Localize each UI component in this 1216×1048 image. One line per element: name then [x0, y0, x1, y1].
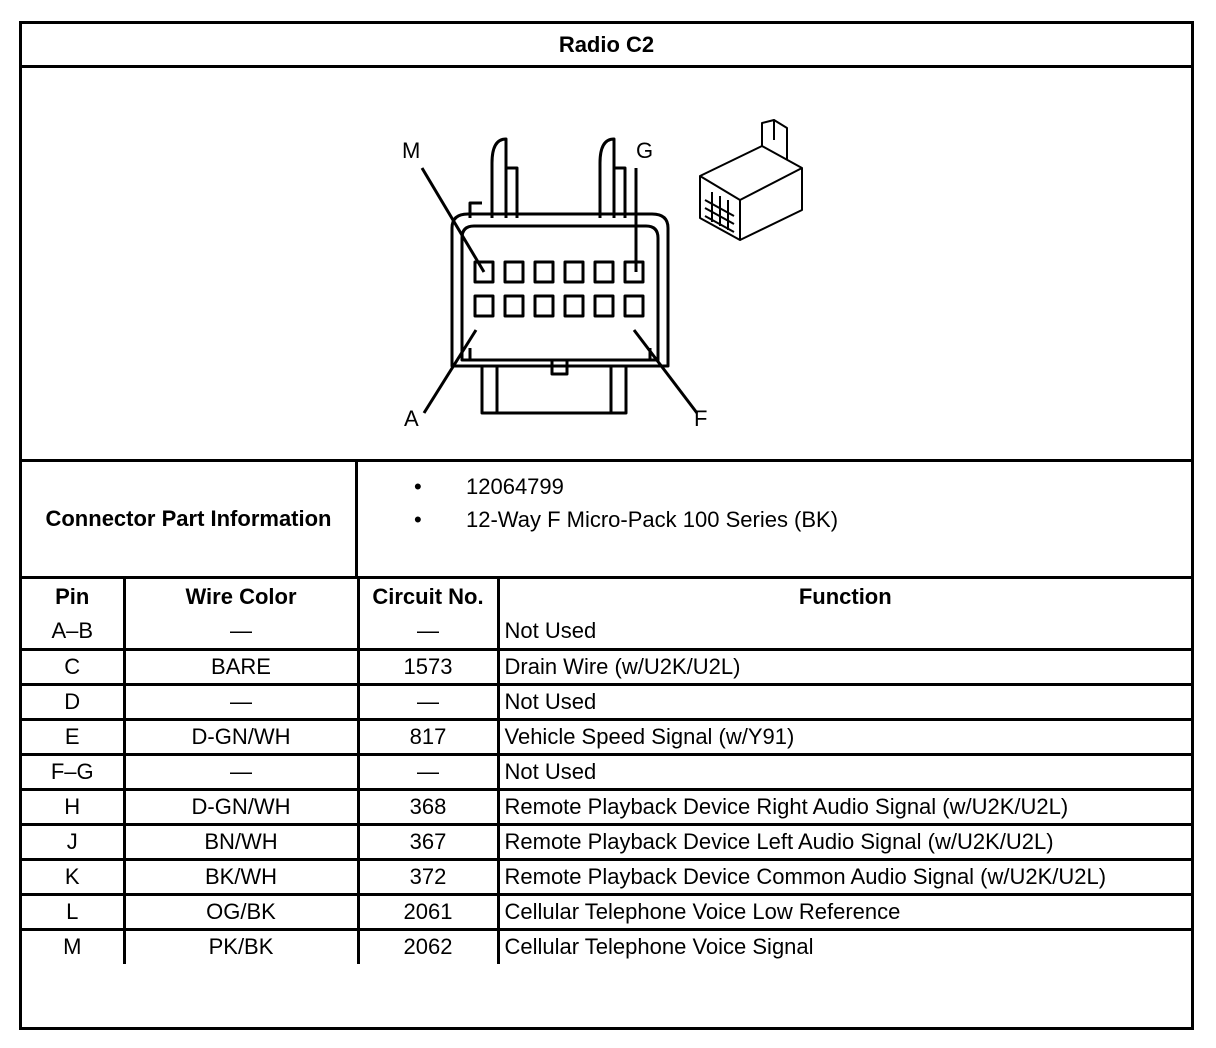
cell-wire-color: BK/WH	[122, 857, 360, 896]
cell-pin: A–B	[22, 614, 126, 651]
cell-wire-color: PK/BK	[122, 927, 360, 964]
cell-function: Not Used	[496, 614, 1191, 651]
connector-sheet: Radio C2	[19, 21, 1194, 1030]
cell-circuit: 372	[356, 857, 500, 896]
connector-part-info: Connector Part Information • 12064799 • …	[22, 462, 1191, 579]
cell-pin: F–G	[22, 752, 126, 791]
page-title: Radio C2	[22, 24, 1191, 68]
cell-wire-color: D-GN/WH	[122, 787, 360, 826]
cell-function: Remote Playback Device Right Audio Signa…	[496, 787, 1191, 826]
cell-pin: K	[22, 857, 126, 896]
table-row: J BN/WH 367 Remote Playback Device Left …	[22, 822, 1191, 861]
cell-pin: M	[22, 927, 126, 964]
bullet-icon: •	[414, 474, 422, 499]
cell-wire-color: BN/WH	[122, 822, 360, 861]
connector-figure: M G A F	[22, 68, 1191, 462]
cell-function: Remote Playback Device Left Audio Signal…	[496, 822, 1191, 861]
connector-description: 12-Way F Micro-Pack 100 Series (BK)	[466, 507, 839, 532]
bullet-icon: •	[414, 507, 422, 532]
pin-label-a: A	[404, 406, 419, 431]
cell-function: Cellular Telephone Voice Signal	[496, 927, 1191, 964]
cell-circuit: —	[356, 752, 500, 791]
header-function: Function	[496, 579, 1191, 614]
cell-pin: H	[22, 787, 126, 826]
table-row: M PK/BK 2062 Cellular Telephone Voice Si…	[22, 927, 1191, 964]
cell-pin: E	[22, 717, 126, 756]
cell-wire-color: —	[122, 614, 360, 651]
table-row: L OG/BK 2061 Cellular Telephone Voice Lo…	[22, 892, 1191, 931]
cell-circuit: 368	[356, 787, 500, 826]
cell-pin: D	[22, 682, 126, 721]
cell-pin: J	[22, 822, 126, 861]
table-row: F–G — — Not Used	[22, 752, 1191, 791]
cell-circuit: 817	[356, 717, 500, 756]
table-row: H D-GN/WH 368 Remote Playback Device Rig…	[22, 787, 1191, 826]
cell-wire-color: D-GN/WH	[122, 717, 360, 756]
cell-wire-color: BARE	[122, 647, 360, 686]
list-item: • 12-Way F Micro-Pack 100 Series (BK)	[358, 507, 1191, 540]
cell-function: Not Used	[496, 682, 1191, 721]
table-row: D — — Not Used	[22, 682, 1191, 721]
table-row: K BK/WH 372 Remote Playback Device Commo…	[22, 857, 1191, 896]
pinout-table: Pin Wire Color Circuit No. Function A–B …	[22, 579, 1191, 964]
cell-circuit: 367	[356, 822, 500, 861]
pin-label-f: F	[694, 406, 707, 431]
cell-circuit: 2062	[356, 927, 500, 964]
pin-label-m: M	[402, 138, 420, 163]
cell-circuit: —	[356, 614, 500, 651]
cell-function: Vehicle Speed Signal (w/Y91)	[496, 717, 1191, 756]
header-pin: Pin	[22, 579, 126, 614]
cell-pin: L	[22, 892, 126, 931]
table-row: E D-GN/WH 817 Vehicle Speed Signal (w/Y9…	[22, 717, 1191, 756]
cell-pin: C	[22, 647, 126, 686]
cell-circuit: 1573	[356, 647, 500, 686]
list-item: • 12064799	[358, 474, 1191, 507]
cell-circuit: 2061	[356, 892, 500, 931]
part-number: 12064799	[466, 474, 564, 499]
cell-function: Drain Wire (w/U2K/U2L)	[496, 647, 1191, 686]
cell-wire-color: OG/BK	[122, 892, 360, 931]
connector-drawing-icon: M G A F	[402, 119, 803, 431]
pin-label-g: G	[636, 138, 653, 163]
header-wire-color: Wire Color	[122, 579, 360, 614]
cell-circuit: —	[356, 682, 500, 721]
connector-part-info-label: Connector Part Information	[22, 462, 358, 576]
cell-function: Remote Playback Device Common Audio Sign…	[496, 857, 1191, 896]
table-row: A–B — — Not Used	[22, 614, 1191, 651]
header-circuit: Circuit No.	[356, 579, 500, 614]
connector-part-list: • 12064799 • 12-Way F Micro-Pack 100 Ser…	[358, 462, 1191, 576]
connector-isometric-icon	[699, 119, 803, 241]
cell-function: Cellular Telephone Voice Low Reference	[496, 892, 1191, 931]
cell-wire-color: —	[122, 752, 360, 791]
cell-function: Not Used	[496, 752, 1191, 791]
cell-wire-color: —	[122, 682, 360, 721]
table-row: C BARE 1573 Drain Wire (w/U2K/U2L)	[22, 647, 1191, 686]
table-header-row: Pin Wire Color Circuit No. Function	[22, 579, 1191, 614]
